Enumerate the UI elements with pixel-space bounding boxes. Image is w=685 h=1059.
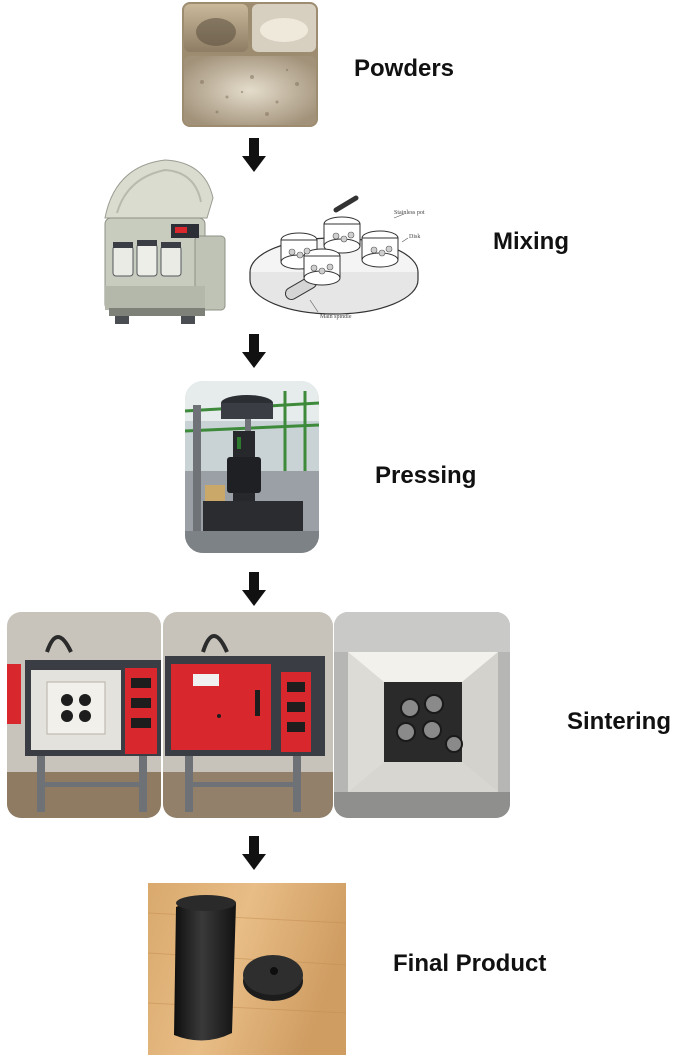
- furnace-interior-photo: [334, 612, 510, 818]
- final-product-photo: [148, 883, 346, 1055]
- planetary-mill-schematic: Stainless pot Disk Main spindle: [244, 180, 434, 330]
- down-arrow-icon: [242, 836, 266, 870]
- step-label-powders: Powders: [354, 55, 455, 82]
- step-label-final-product: Final Product: [393, 950, 547, 977]
- schematic-label-pot: Stainless pot: [394, 210, 425, 216]
- furnace-closed-photo: [163, 612, 333, 818]
- schematic-label-disk: Disk: [409, 234, 420, 240]
- step-label-mixing: Mixing: [493, 228, 569, 255]
- furnace-open-photo: [7, 612, 161, 818]
- ball-mill-machine-photo: [95, 158, 230, 330]
- hydraulic-press-photo: [185, 381, 319, 553]
- down-arrow-icon: [242, 138, 266, 172]
- down-arrow-icon: [242, 334, 266, 368]
- down-arrow-icon: [242, 572, 266, 606]
- step-label-sintering: Sintering: [567, 708, 672, 735]
- step-label-pressing: Pressing: [375, 462, 477, 489]
- schematic-label-spindle: Main spindle: [320, 314, 352, 320]
- powders-photo: [182, 2, 318, 127]
